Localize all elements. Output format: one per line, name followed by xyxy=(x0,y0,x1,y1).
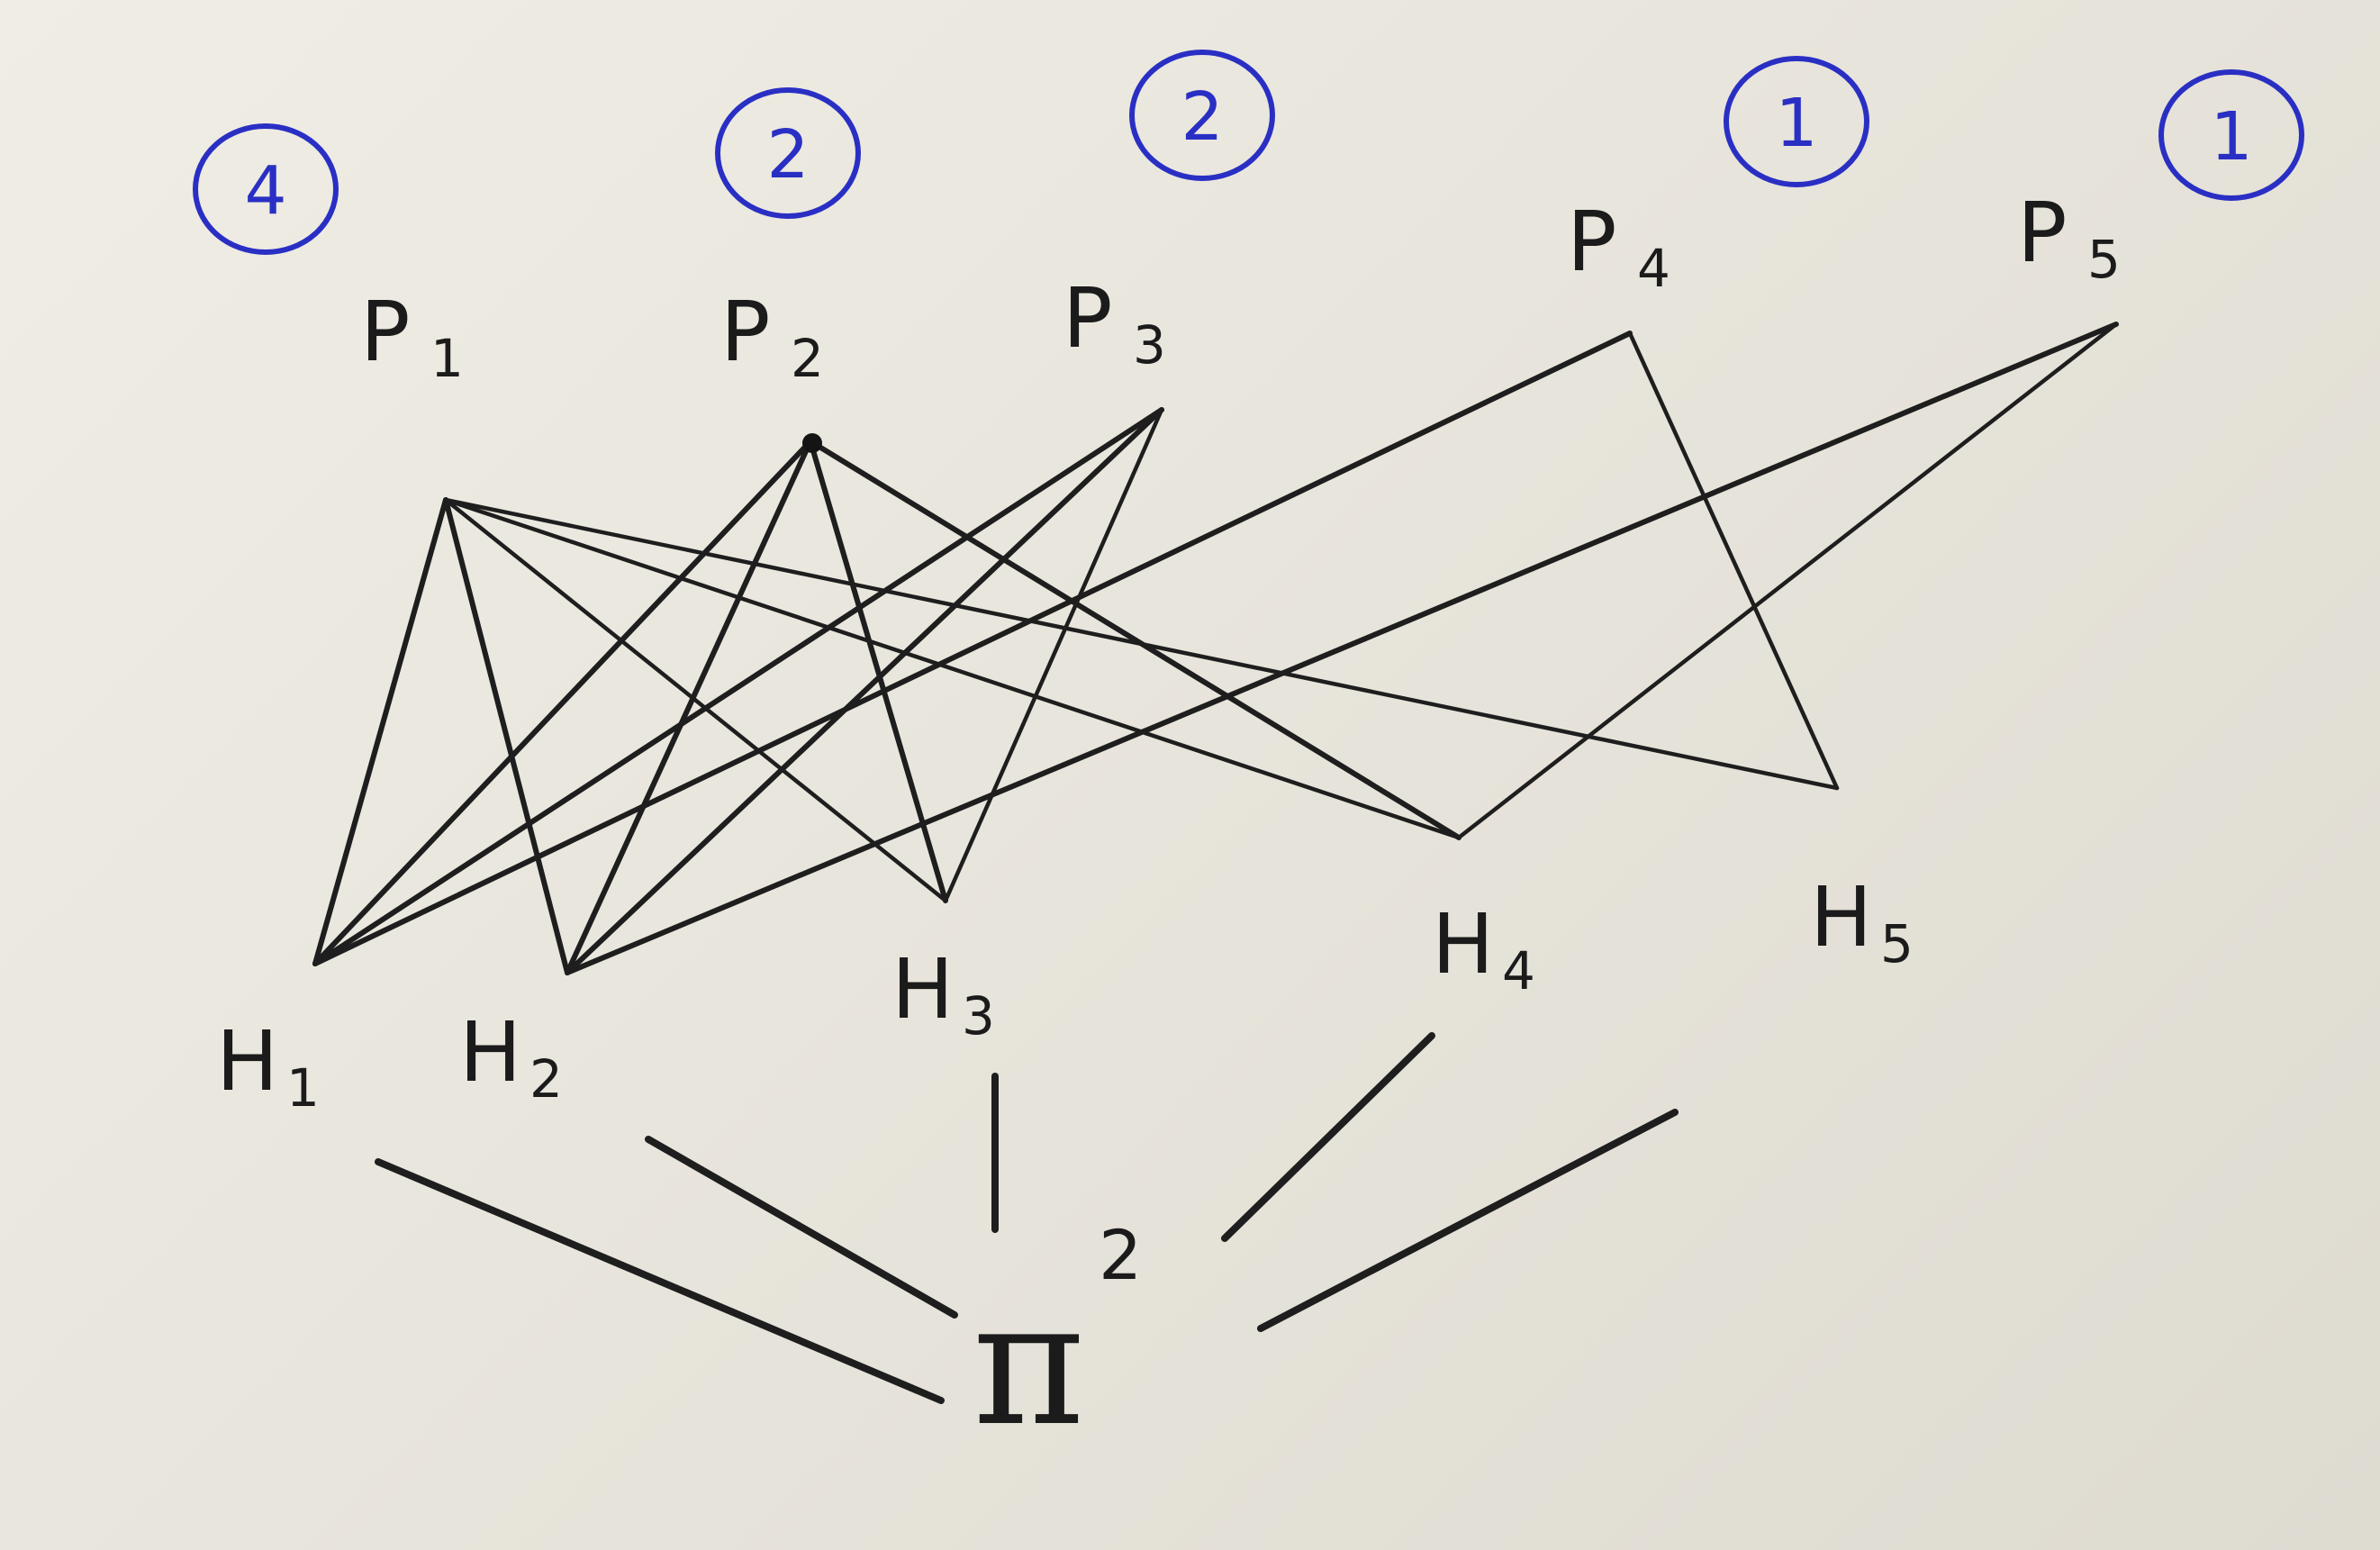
weight-circle xyxy=(2158,69,2304,201)
node-subscript: 3 xyxy=(962,985,995,1047)
node-letter: P xyxy=(2017,185,2067,281)
edge-p1-h1 xyxy=(312,497,448,966)
node-subscript: 4 xyxy=(1502,940,1535,1002)
edge-p2-h1 xyxy=(312,439,813,966)
node-letter: H xyxy=(1432,896,1494,993)
root-edge-h2 xyxy=(645,1136,958,1319)
weight-badge-p3: 2 xyxy=(1129,50,1275,181)
root-edge-h5 xyxy=(1257,1109,1679,1332)
weights-layer: 4 2 2 1 1 xyxy=(193,50,2304,255)
weight-badge-p2: 2 xyxy=(715,87,861,219)
weight-circle xyxy=(715,87,861,219)
edge-p1-h3 xyxy=(443,497,948,903)
edge-p5-h2 xyxy=(565,322,2119,975)
node-subscript: 1 xyxy=(286,1057,320,1119)
weight-value: 2 xyxy=(766,116,809,194)
root-edge-h1 xyxy=(375,1158,945,1404)
edge-p1-h2 xyxy=(443,497,570,975)
weight-circle xyxy=(193,123,339,255)
weight-value: 4 xyxy=(244,152,286,230)
node-subscript: 2 xyxy=(529,1048,563,1110)
weight-value: 2 xyxy=(1181,78,1223,156)
node-letter: H xyxy=(216,1013,278,1110)
edge-p1-h4 xyxy=(443,497,1461,840)
edge-p2-h2 xyxy=(565,439,813,975)
edge-p5-h4 xyxy=(1456,322,2119,840)
weight-circle xyxy=(1129,50,1275,181)
p2-junction-dot xyxy=(802,433,822,453)
edge-p3-h1 xyxy=(312,407,1164,966)
weight-badge-p5: 1 xyxy=(2158,69,2304,201)
root-edge-h4 xyxy=(1221,1032,1435,1242)
edge-p4-h5 xyxy=(1627,331,1840,791)
node-letter: P xyxy=(1063,270,1112,367)
edge-p3-h3 xyxy=(943,407,1164,903)
root-node: π 2 xyxy=(973,1215,1142,1464)
node-subscript: 2 xyxy=(791,328,824,389)
node-letter: P xyxy=(720,284,770,380)
node-letter: H xyxy=(891,941,954,1038)
node-subscript: 4 xyxy=(1637,238,1670,299)
node-subscript: 5 xyxy=(1880,913,1914,974)
node-subscript: 5 xyxy=(2087,229,2121,290)
edge-p3-h2 xyxy=(565,407,1164,975)
edge-p2-h4 xyxy=(808,439,1461,840)
node-letter: P xyxy=(1567,194,1616,290)
edges-layer xyxy=(312,322,2119,975)
weight-badge-p1: 4 xyxy=(193,123,339,255)
weight-circle xyxy=(1724,56,1869,187)
weight-value: 1 xyxy=(1775,85,1817,162)
node-subscript: 3 xyxy=(1133,314,1166,376)
root-symbol: π xyxy=(973,1264,1085,1464)
node-subscript: 1 xyxy=(430,328,464,389)
node-letter: P xyxy=(360,284,410,380)
node-letter: H xyxy=(459,1004,521,1101)
weight-badge-p4: 1 xyxy=(1724,56,1869,187)
root-edges-layer xyxy=(375,1032,1679,1404)
weight-value: 1 xyxy=(2210,98,2252,176)
node-letter: H xyxy=(1810,869,1872,965)
root-exponent: 2 xyxy=(1099,1215,1142,1295)
edge-p4-h1 xyxy=(312,331,1633,966)
